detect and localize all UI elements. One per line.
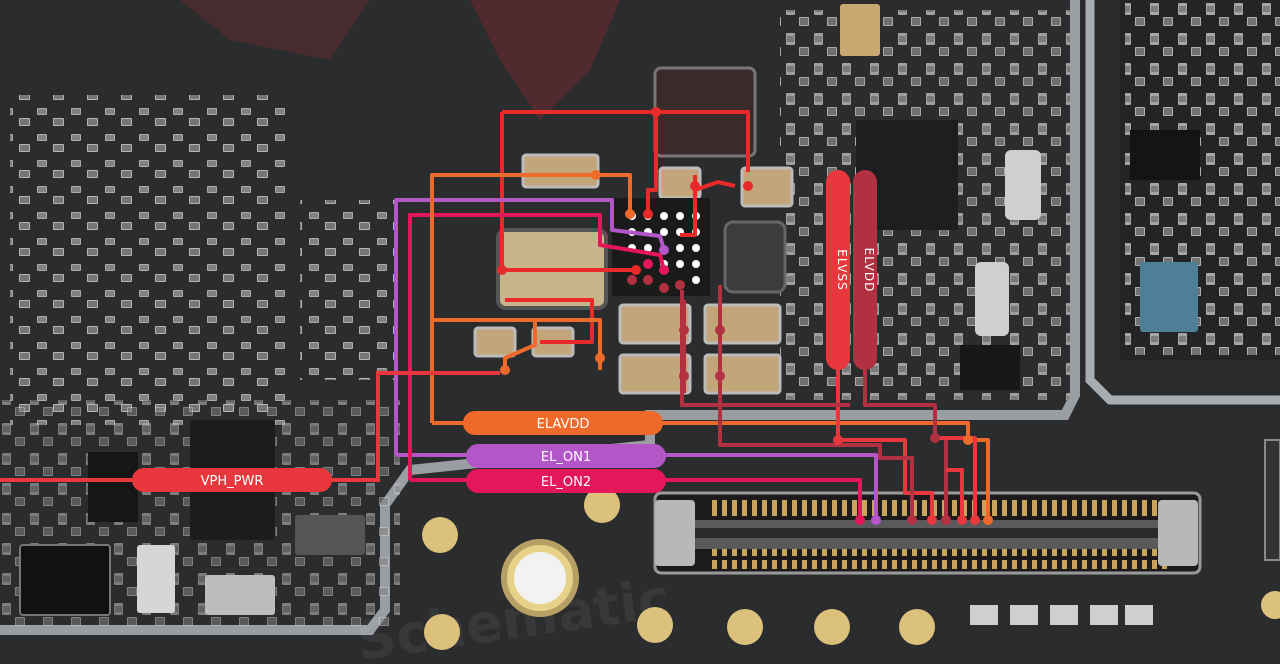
label-el-on1: EL_ON1 [466, 444, 666, 468]
label-elvss: ELVSS [826, 170, 850, 370]
test-pads [422, 487, 1280, 650]
capacitor-white [137, 545, 175, 613]
coil-component [723, 220, 787, 294]
trace-elvss [836, 365, 934, 520]
label-el-on2: EL_ON2 [466, 469, 666, 493]
trace-nodes [497, 107, 993, 525]
fpc-connector [653, 491, 1202, 575]
label-elavdd: ELAVDD [463, 411, 663, 435]
inductor-left [19, 544, 111, 616]
label-elvss-text: ELVSS [835, 249, 849, 290]
trace-elvdd [863, 365, 948, 520]
capacitor-group [473, 153, 794, 395]
label-el-on1-text: EL_ON1 [541, 450, 591, 465]
label-elvdd: ELVDD [853, 170, 877, 370]
sensor-blue [1140, 262, 1198, 332]
label-el-on2-text: EL_ON2 [541, 475, 591, 490]
label-elvdd-text: ELVDD [862, 248, 876, 293]
component-field-left [10, 95, 290, 425]
label-elavdd-text: ELAVDD [537, 417, 590, 432]
label-vph-pwr-text: VPH_PWR [201, 474, 264, 489]
label-vph-pwr: VPH_PWR [132, 468, 332, 492]
shield-frame-right [1085, 0, 1280, 405]
